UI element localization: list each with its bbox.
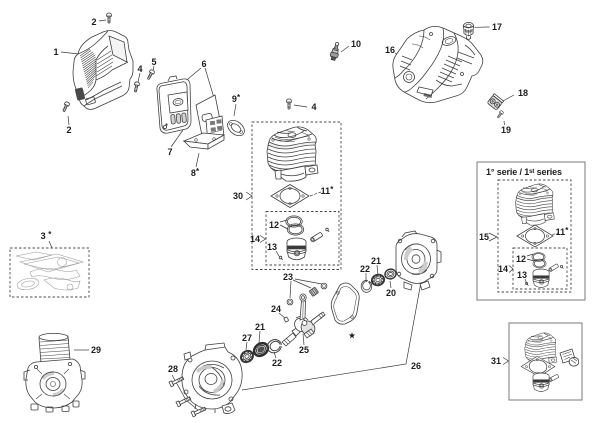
svg-text:22: 22 xyxy=(272,358,282,368)
svg-text:12: 12 xyxy=(516,254,526,264)
svg-text:13: 13 xyxy=(517,270,527,280)
svg-text:18: 18 xyxy=(518,88,528,98)
svg-text:8*: 8* xyxy=(191,167,200,178)
svg-text:20: 20 xyxy=(386,288,396,298)
svg-text:22: 22 xyxy=(360,264,370,274)
svg-text:5: 5 xyxy=(151,57,156,67)
svg-text:11*: 11* xyxy=(556,226,570,237)
svg-text:19: 19 xyxy=(501,125,511,135)
svg-text:23: 23 xyxy=(283,272,293,282)
svg-text:9*: 9* xyxy=(232,93,241,104)
svg-text:31: 31 xyxy=(491,356,501,366)
svg-text:2: 2 xyxy=(66,125,71,135)
svg-text:28: 28 xyxy=(168,364,178,374)
svg-text:13: 13 xyxy=(267,242,277,252)
svg-text:3 *: 3 * xyxy=(41,230,53,241)
svg-text:1° serie / 1ˢᵗ series: 1° serie / 1ˢᵗ series xyxy=(486,167,562,177)
svg-text:12: 12 xyxy=(269,220,279,230)
svg-text:6: 6 xyxy=(201,59,206,69)
svg-text:11*: 11* xyxy=(321,185,335,196)
svg-text:1: 1 xyxy=(53,47,58,57)
svg-text:17: 17 xyxy=(492,22,502,32)
svg-text:21: 21 xyxy=(371,256,381,266)
svg-text:24: 24 xyxy=(271,304,281,314)
svg-text:15: 15 xyxy=(479,232,489,242)
svg-text:30: 30 xyxy=(233,191,243,201)
svg-text:21: 21 xyxy=(255,322,265,332)
svg-text:25: 25 xyxy=(299,345,309,355)
svg-text:27: 27 xyxy=(242,333,252,343)
svg-text:29: 29 xyxy=(91,345,101,355)
svg-text:16: 16 xyxy=(385,45,395,55)
svg-text:14: 14 xyxy=(498,264,508,274)
svg-text:★: ★ xyxy=(349,331,357,340)
svg-text:26: 26 xyxy=(411,361,421,371)
svg-text:4: 4 xyxy=(137,64,142,74)
svg-text:2: 2 xyxy=(91,17,96,27)
svg-text:7: 7 xyxy=(167,147,172,157)
svg-text:10: 10 xyxy=(351,39,361,49)
svg-text:4: 4 xyxy=(311,102,316,112)
svg-text:14: 14 xyxy=(250,234,260,244)
